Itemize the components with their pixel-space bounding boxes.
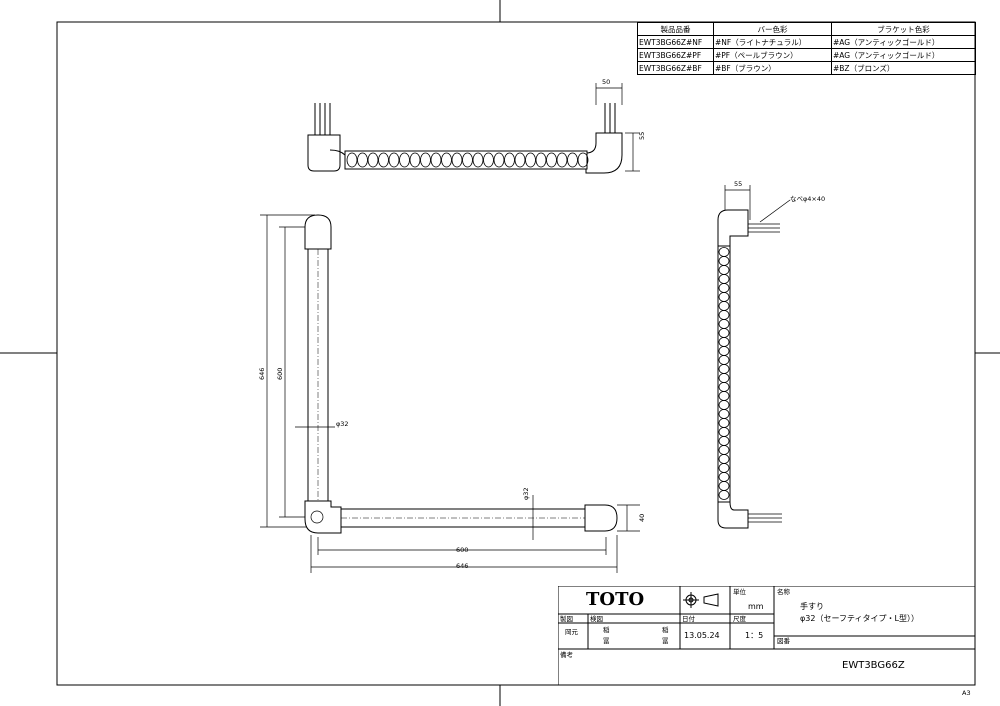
dim-side-width: 55: [734, 180, 743, 188]
grip-pattern-mark: [718, 490, 730, 500]
drawn-value: 岡元: [565, 628, 578, 636]
dim-top-height: 55: [638, 131, 646, 140]
checked-value: 冨: [603, 637, 610, 645]
scale-label: 尺度: [733, 615, 746, 623]
table-cell: EWT3BG66Z#PF: [637, 48, 714, 62]
grip-pattern-mark: [493, 152, 505, 168]
top-view-drawing: [307, 83, 640, 174]
grip-pattern-mark: [462, 152, 473, 168]
date-value: 13.05.24: [684, 631, 720, 640]
drawn-label: 製図: [560, 615, 573, 623]
dim-vertical-outer: 646: [258, 367, 266, 380]
grip-pattern-mark: [346, 152, 358, 168]
brand-logo: TOTO: [586, 589, 645, 610]
table-cell: #BF（ブラウン）: [713, 61, 832, 75]
dim-horizontal-outer: 646: [456, 562, 469, 570]
table-header: ブラケット色彩: [831, 22, 976, 36]
table-cell: #AG（アンティックゴールド）: [831, 48, 976, 62]
front-view-drawing: [260, 214, 640, 573]
dim-diameter-horizontal: φ32: [522, 487, 530, 500]
grip-pattern-mark: [567, 152, 578, 168]
grip-pattern-mark: [441, 152, 452, 168]
grip-pattern-mark: [577, 152, 589, 168]
table-cell: #PF（ペールブラウン）: [713, 48, 832, 62]
grip-pattern-mark: [378, 152, 389, 168]
grip-pattern-mark: [472, 152, 484, 168]
grip-pattern-mark: [357, 152, 368, 168]
name-line-1: 手すり: [800, 602, 824, 611]
table-cell: EWT3BG66Z#NF: [637, 35, 714, 49]
grip-pattern-mark: [409, 152, 421, 168]
sheet-size: A3: [962, 689, 971, 697]
name-line-2: φ32（セーフティタイプ・L型））: [800, 614, 919, 623]
grip-pattern-mark: [483, 152, 494, 168]
table-cell: EWT3BG66Z#BF: [637, 61, 714, 75]
grip-pattern-mark: [535, 152, 547, 168]
remarks-label: 備考: [560, 651, 573, 659]
checked-value: 稲: [662, 626, 669, 634]
dim-top-width: 50: [602, 78, 611, 86]
unit-label: 単位: [733, 588, 746, 596]
grip-pattern-mark: [367, 152, 379, 168]
grip-pattern-mark: [451, 152, 463, 168]
dim-horizontal-inner: 600: [456, 546, 469, 554]
scale-value: 1：5: [745, 631, 764, 640]
table-cell: #NF（ライトナチュラル）: [713, 35, 832, 49]
checked-value: 稲: [603, 626, 610, 634]
table-header: バー色彩: [713, 22, 832, 36]
grip-pattern-mark: [504, 152, 515, 168]
grip-pattern-mark: [388, 152, 400, 168]
table-cell: #AG（アンティックゴールド）: [831, 35, 976, 49]
screw-note: なべφ4×40: [790, 195, 826, 203]
color-table: 製品品番 バー色彩 ブラケット色彩 EWT3BG66Z#NF #NF（ライトナチ…: [637, 22, 976, 80]
date-label: 日付: [682, 615, 695, 623]
dim-vertical-inner: 600: [276, 367, 284, 380]
projection-symbol: [683, 592, 719, 608]
dim-bracket-height: 40: [638, 513, 646, 522]
grip-pattern-mark: [514, 152, 526, 168]
drawing-no-label: 図番: [777, 637, 790, 645]
name-label: 名称: [777, 588, 790, 596]
checked-value: 冨: [662, 637, 669, 645]
grip-pattern-mark: [420, 152, 431, 168]
grip-pattern-mark: [556, 152, 568, 168]
grip-pattern-mark: [525, 152, 536, 168]
title-block: [558, 586, 976, 686]
grip-pattern-mark: [399, 152, 410, 168]
side-view-drawing: [717, 185, 791, 529]
unit-value: mm: [748, 602, 764, 611]
grip-pattern-mark: [430, 152, 442, 168]
table-cell: #BZ（ブロンズ）: [831, 61, 976, 75]
drawing-number: EWT3BG66Z: [842, 660, 905, 671]
table-header: 製品品番: [637, 22, 714, 36]
checked-label: 検図: [590, 615, 603, 623]
grip-pattern-mark: [546, 152, 557, 168]
dim-diameter-vertical: φ32: [336, 420, 349, 428]
